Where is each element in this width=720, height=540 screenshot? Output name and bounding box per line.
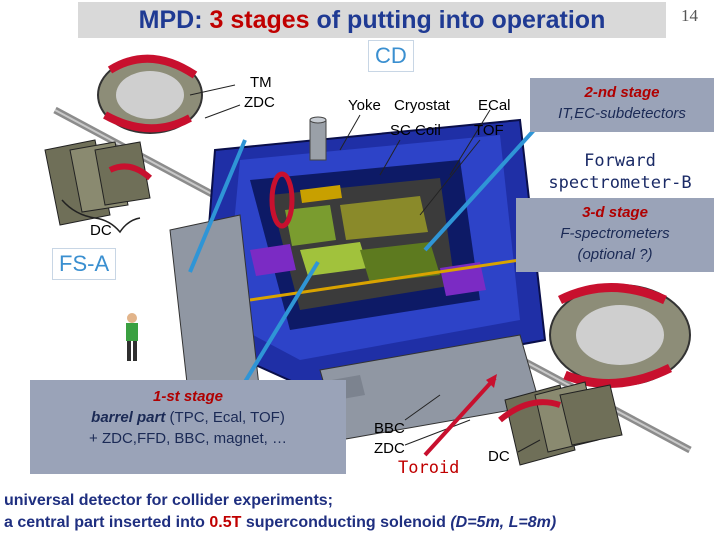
solenoid-yoke xyxy=(198,118,547,387)
page-number: 14 xyxy=(681,6,698,25)
person-figure xyxy=(126,313,138,361)
label-dc-right: DC xyxy=(488,448,510,465)
slide-title: MPD: 3 stages of putting into operation xyxy=(78,2,666,38)
pointer-bbc xyxy=(404,394,441,421)
label-ecal: ECal xyxy=(478,97,511,114)
pointer-tof xyxy=(419,139,481,216)
label-zdc-left: ZDC xyxy=(244,94,275,111)
label-bbc: BBC xyxy=(374,420,405,437)
stage3-line1: F-spectrometers xyxy=(560,225,670,242)
pointer-zdc-right xyxy=(404,419,471,446)
left-dipole-magnet xyxy=(97,54,203,134)
fwd-line2: spectrometer-B xyxy=(548,173,692,193)
cryostat-tower xyxy=(309,119,327,161)
pointer-zdc xyxy=(204,104,241,119)
bottom-description: universal detector for collider experime… xyxy=(4,490,556,534)
title-prefix: MPD: xyxy=(138,5,203,34)
fwd-line1: Forward xyxy=(584,151,656,171)
bottom-line2: a central part inserted into 0.5T superc… xyxy=(4,512,556,534)
stage3-box: 3-d stage F-spectrometers (optional ?) xyxy=(516,198,714,272)
title-highlight: 3 stages xyxy=(209,5,310,34)
label-dc-left: DC xyxy=(90,222,112,239)
arrow-toroid-head xyxy=(486,374,497,388)
stage1-box: 1-st stage barrel part (TPC, Ecal, TOF) … xyxy=(30,380,346,474)
label-yoke: Yoke xyxy=(348,97,381,114)
title-suffix: of putting into operation xyxy=(316,5,606,34)
label-zdc-right: ZDC xyxy=(374,440,405,457)
arrow-toroid[interactable] xyxy=(423,376,497,457)
label-sc-coil: SC Coil xyxy=(390,122,441,139)
label-tof: TOF xyxy=(474,122,504,139)
stage1-head: 1-st stage xyxy=(152,388,224,405)
right-toroid-magnet xyxy=(549,283,691,388)
bottom-line2-prefix: a central part inserted into xyxy=(4,514,205,531)
label-toroid: Toroid xyxy=(398,458,460,478)
dc-brace xyxy=(61,199,141,234)
label-cd: CD xyxy=(368,40,414,72)
stage2-box: 2-nd stage IT,EC-subdetectors xyxy=(530,78,714,132)
pointer-ecal xyxy=(449,109,491,176)
label-cryostat: Cryostat xyxy=(394,97,450,114)
bottom-dims: (D=5m, L=8m) xyxy=(450,514,557,531)
stage1-line1-bold: barrel part xyxy=(91,409,166,426)
stage3-line2: (optional ?) xyxy=(577,246,653,263)
forward-spectrometer-label: Forward spectrometer-B xyxy=(530,150,710,194)
bottom-field: 0.5T xyxy=(209,514,242,531)
stage3-head: 3-d stage xyxy=(582,204,648,221)
pointer-yoke xyxy=(339,114,361,151)
bottom-line2-mid: superconducting solenoid xyxy=(245,514,446,531)
label-fs-a: FS-A xyxy=(52,248,117,280)
right-drift-chambers xyxy=(498,381,623,466)
arrow-fs-a[interactable] xyxy=(188,139,247,273)
arrow-cd[interactable] xyxy=(423,116,547,252)
label-tm: TM xyxy=(250,74,272,91)
pointer-tm xyxy=(189,84,236,96)
pointer-sc-coil xyxy=(379,139,401,176)
stage2-body: IT,EC-subdetectors xyxy=(558,105,686,122)
left-drift-chambers xyxy=(44,139,153,226)
stage2-head: 2-nd stage xyxy=(584,84,660,101)
pointer-dc-right xyxy=(517,439,541,453)
arrow-stage1[interactable] xyxy=(238,260,320,392)
stage1-line1-rest: (TPC, Ecal, TOF) xyxy=(169,409,285,426)
left-end-ring xyxy=(269,171,295,229)
bottom-line1: universal detector for collider experime… xyxy=(4,492,333,509)
stage1-line2: + ZDC,FFD, BBC, magnet, … xyxy=(89,430,287,447)
